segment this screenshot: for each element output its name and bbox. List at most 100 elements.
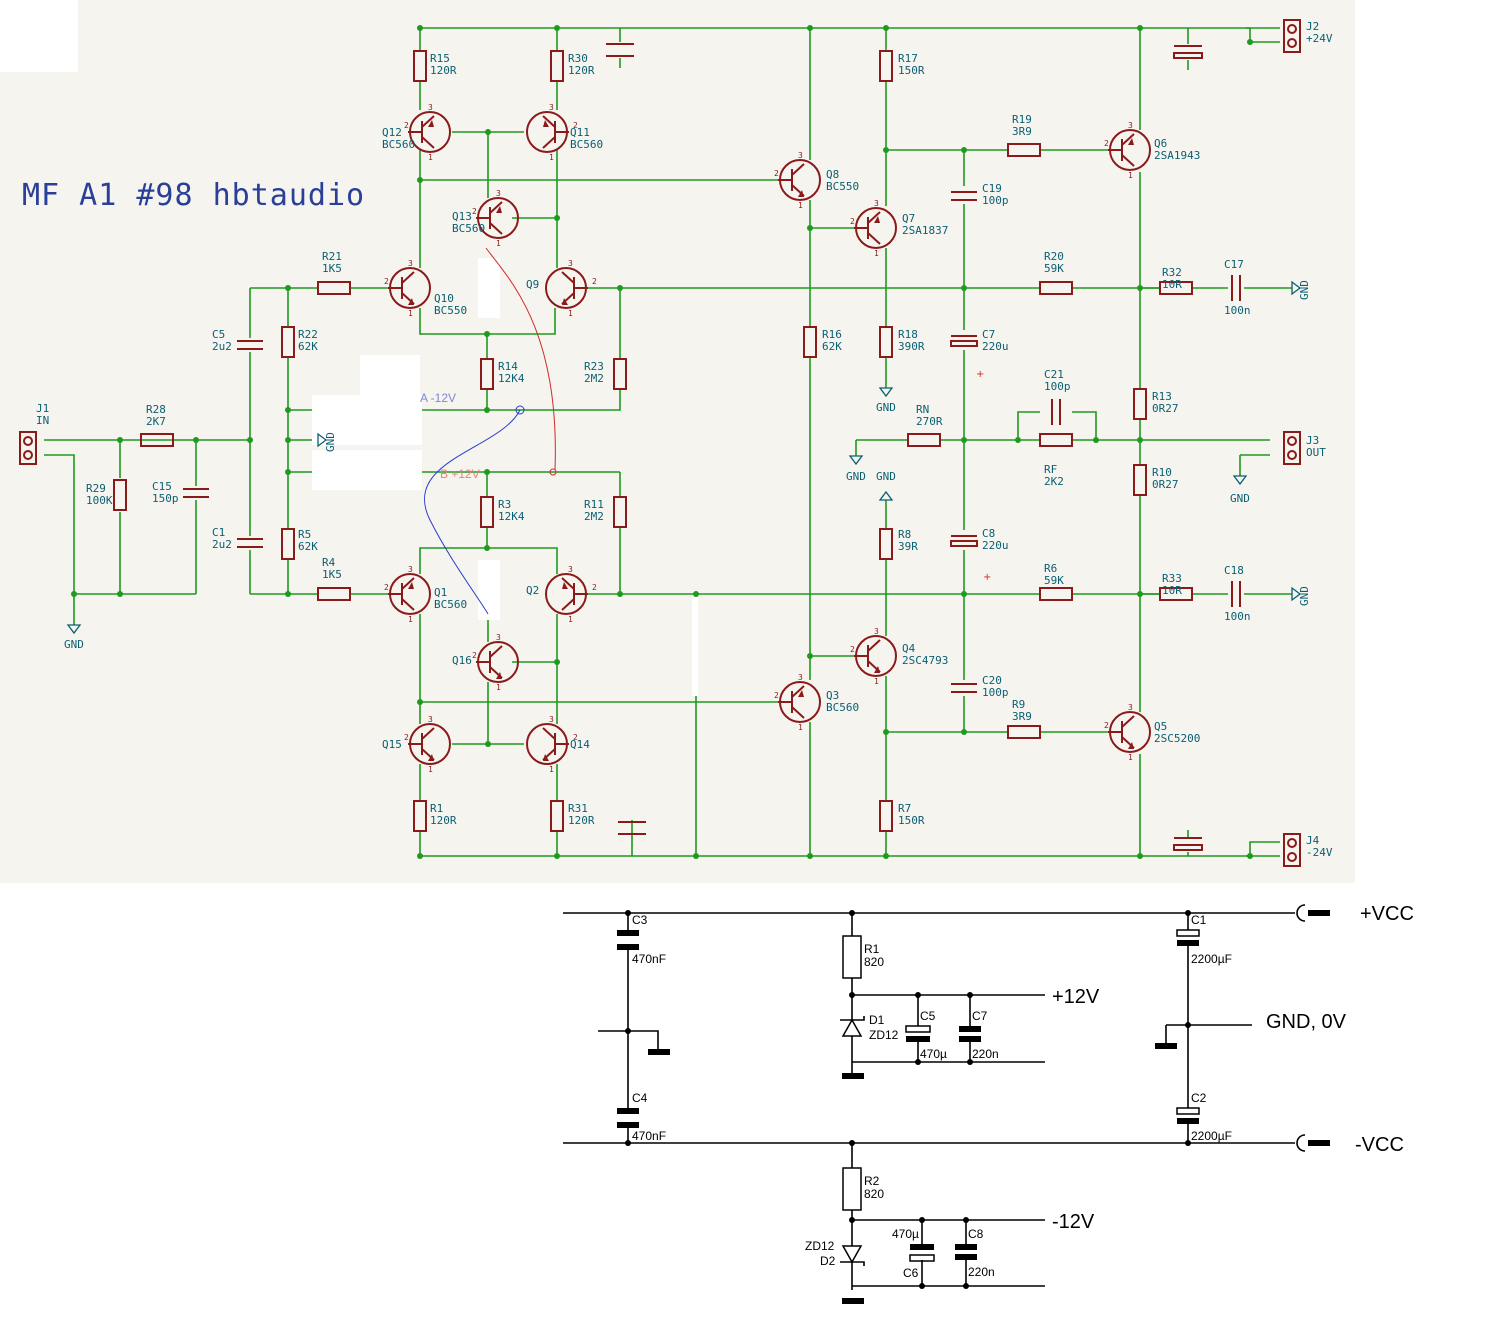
svg-text:3: 3 xyxy=(1128,703,1133,712)
value-r13: 0R27 xyxy=(1152,402,1179,415)
svg-text:3: 3 xyxy=(408,565,413,574)
components: R15120RR30120RR17150RR193R9R211K5R2262KR… xyxy=(19,19,1333,867)
ground-symbol: GND xyxy=(876,387,896,414)
blank-corner xyxy=(0,0,78,72)
gnd-label: GND xyxy=(324,432,337,452)
value-c19: 100p xyxy=(982,194,1009,207)
value-r22: 62K xyxy=(298,340,318,353)
label-r21: R21 xyxy=(322,250,342,263)
svg-text:1: 1 xyxy=(408,615,413,624)
label-r32: R32 xyxy=(1162,266,1182,279)
label-q16: Q16 xyxy=(452,654,472,667)
ground-symbol: GND xyxy=(64,624,84,651)
psu-12v-pos-label: +12V xyxy=(1052,986,1100,1008)
svg-text:1: 1 xyxy=(874,677,879,686)
psu-c3-value: 470nF xyxy=(632,952,666,966)
psu-c1-value: 2200µF xyxy=(1191,952,1232,966)
svg-text:1: 1 xyxy=(408,309,413,318)
label-r31: R31 xyxy=(568,802,588,815)
rail-capacitor xyxy=(1173,45,1203,59)
value-c17: 100n xyxy=(1224,304,1251,317)
value-q10: BC550 xyxy=(434,304,467,317)
gnd-label: GND xyxy=(1230,492,1250,505)
label-q6: Q6 xyxy=(1154,137,1167,150)
value-r23: 2M2 xyxy=(584,372,604,385)
svg-text:3: 3 xyxy=(496,633,501,642)
label-r9: R9 xyxy=(1012,698,1025,711)
svg-text:1: 1 xyxy=(798,201,803,210)
value-r1: 120R xyxy=(430,814,457,827)
value-q1: BC560 xyxy=(434,598,467,611)
psu-c2-value: 2200µF xyxy=(1191,1129,1232,1143)
value-r21: 1K5 xyxy=(322,262,342,275)
svg-text:3: 3 xyxy=(428,715,433,724)
label-q2: Q2 xyxy=(526,584,539,597)
gnd-label: GND xyxy=(64,638,84,651)
label-r15: R15 xyxy=(430,52,450,65)
value-c5: 2u2 xyxy=(212,340,232,353)
label-r7: R7 xyxy=(898,802,911,815)
value-rn: 270R xyxy=(916,415,943,428)
svg-text:2: 2 xyxy=(573,733,578,742)
label-r4: R4 xyxy=(322,556,336,569)
label-q9: Q9 xyxy=(526,278,539,291)
label-q13: Q13 xyxy=(452,210,472,223)
value-c21: 100p xyxy=(1044,380,1071,393)
svg-text:1: 1 xyxy=(496,239,501,248)
svg-text:J3: J3 xyxy=(1306,434,1319,447)
label-c19: C19 xyxy=(982,182,1002,195)
psu-schematic: C3 470nF C4 470nF R1 820 D1 ZD12 C5 470µ… xyxy=(563,903,1414,1304)
value-r19: 3R9 xyxy=(1012,125,1032,138)
value-r11: 2M2 xyxy=(584,510,604,523)
ground-symbol: GND xyxy=(876,470,896,501)
value-c20: 100p xyxy=(982,686,1009,699)
svg-text:3: 3 xyxy=(549,715,554,724)
value-r10: 0R27 xyxy=(1152,478,1179,491)
psu-c4-ref: C4 xyxy=(632,1091,648,1105)
svg-text:3: 3 xyxy=(798,151,803,160)
value-j3: OUT xyxy=(1306,446,1326,459)
label-r16: R16 xyxy=(822,328,842,341)
svg-text:1: 1 xyxy=(428,765,433,774)
psu-c6-ref: C6 xyxy=(903,1266,919,1280)
value-q8: BC550 xyxy=(826,180,859,193)
label-r1: R1 xyxy=(430,802,443,815)
value-c15: 150p xyxy=(152,492,179,505)
value-q13: BC560 xyxy=(452,222,485,235)
label-rf: RF xyxy=(1044,463,1057,476)
label-c7: C7 xyxy=(982,328,995,341)
value-r20: 59K xyxy=(1044,262,1064,275)
psu-d2-value: ZD12 xyxy=(805,1239,835,1253)
ground-symbol: GND xyxy=(1230,475,1250,505)
label-r29: R29 xyxy=(86,482,106,495)
svg-text:1: 1 xyxy=(874,249,879,258)
label-r22: R22 xyxy=(298,328,318,341)
value-r31: 120R xyxy=(568,814,595,827)
value-q3: BC560 xyxy=(826,701,859,714)
ground-symbol: GND xyxy=(846,455,866,483)
svg-text:1: 1 xyxy=(496,683,501,692)
value-q7: 2SA1837 xyxy=(902,224,948,237)
schematic-sheet xyxy=(0,0,1355,883)
gnd-label: GND xyxy=(1298,280,1311,300)
